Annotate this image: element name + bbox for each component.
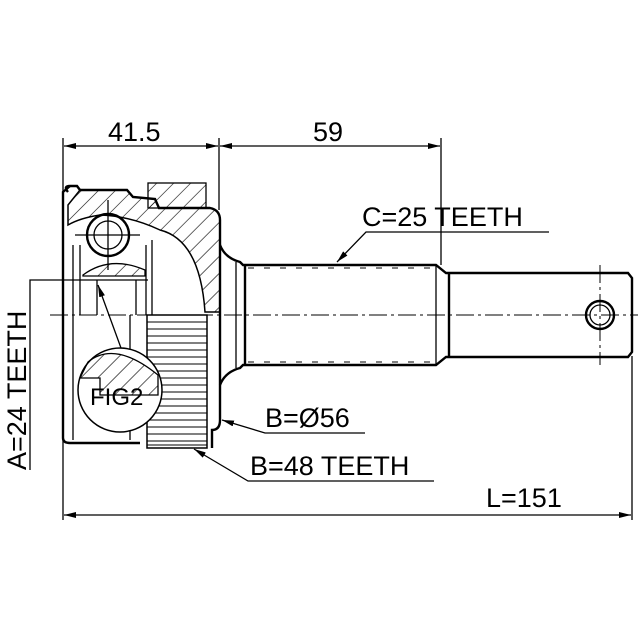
callout-b-diameter: B=Ø56: [221, 403, 365, 434]
callout-c: C=25 TEETH: [336, 202, 549, 263]
callout-a-text: A=24 TEETH: [2, 311, 32, 470]
fig2-label: FIG2: [90, 384, 143, 411]
callout-c-text: C=25 TEETH: [362, 202, 523, 232]
ball-bearing: [75, 200, 140, 270]
callout-b-diameter-text: B=Ø56: [265, 403, 350, 433]
callout-a: A=24 TEETH: [2, 279, 148, 470]
dim-total-length: L=151: [486, 483, 562, 513]
dim-shaft-length: 59: [313, 117, 343, 147]
outer-housing: [61, 182, 222, 448]
fig2-detail: FIG2: [77, 284, 163, 433]
callout-b-teeth: B=48 TEETH: [193, 448, 434, 482]
stub-shaft: [218, 244, 634, 386]
callout-b-teeth-text: B=48 TEETH: [250, 451, 409, 481]
dim-housing-length: 41.5: [108, 117, 161, 147]
